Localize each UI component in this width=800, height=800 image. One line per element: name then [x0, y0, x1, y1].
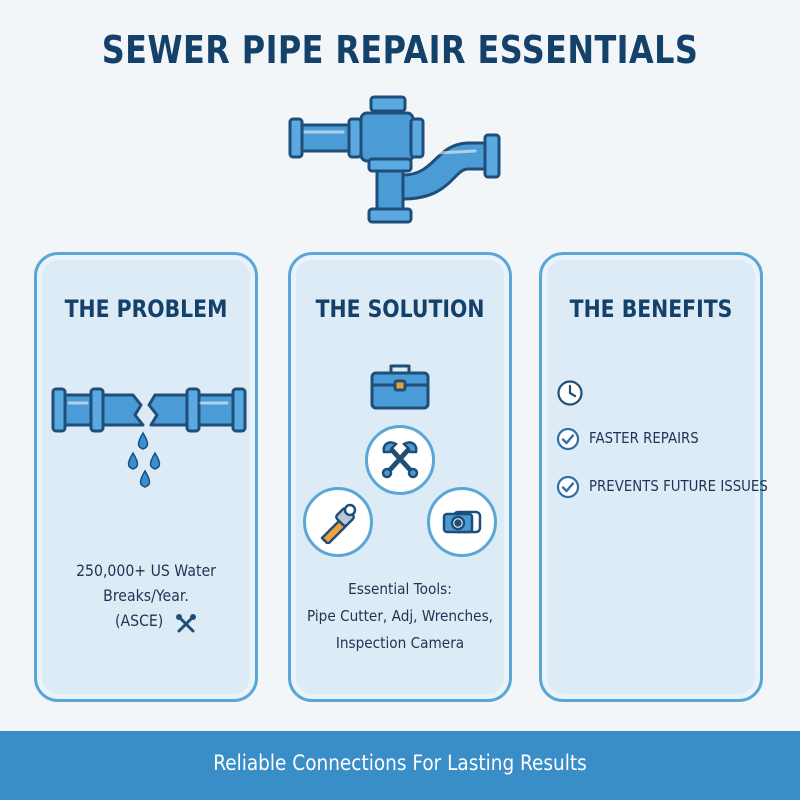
- camera-icon: [442, 510, 482, 534]
- page-title: SEWER PIPE REPAIR ESSENTIALS: [101, 28, 699, 72]
- camera-badge: [427, 487, 497, 557]
- benefits-title: THE BENEFITS: [569, 295, 733, 323]
- wrench-screwdriver-icon: [176, 614, 196, 633]
- benefit-label: FASTER REPAIRS: [589, 429, 699, 447]
- benefits-card: THE BENEFITS FASTER REPAIRS PREVENTS FUT…: [539, 252, 768, 702]
- problem-title: THE PROBLEM: [64, 295, 228, 323]
- pipe-cutter-badge: [303, 487, 373, 557]
- solution-line-3: Inspection Camera: [335, 634, 465, 652]
- check-circle-icon: [556, 475, 580, 499]
- benefit-item: FASTER REPAIRS: [556, 427, 756, 451]
- wrenches-icon: [381, 441, 419, 479]
- solution-title: THE SOLUTION: [315, 295, 485, 323]
- toolbox-icon: [370, 364, 430, 410]
- benefit-label: PREVENTS FUTURE ISSUES: [589, 477, 768, 495]
- footer-tagline: Reliable Connections For Lasting Results: [213, 751, 587, 775]
- problem-card: THE PROBLEM 250,000+ US Water Breaks/Yea…: [34, 252, 258, 702]
- wrenches-badge: [365, 425, 435, 495]
- solution-line-1: Essential Tools:: [348, 580, 452, 598]
- clock-icon: [557, 380, 583, 406]
- broken-pipe-icon: [51, 387, 247, 488]
- solution-line-2: Pipe Cutter, Adj, Wrenches,: [306, 607, 494, 625]
- stat-line-2: Breaks/Year.: [103, 586, 189, 605]
- check-circle-icon: [556, 427, 580, 451]
- stat-line-1: 250,000+ US Water: [76, 561, 216, 580]
- pipe-cutter-icon: [320, 503, 357, 544]
- solution-card: THE SOLUTION: [288, 252, 512, 702]
- footer-banner: Reliable Connections For Lasting Results: [0, 731, 800, 800]
- stat-source: (ASCE): [115, 611, 164, 630]
- benefit-item: PREVENTS FUTURE ISSUES: [556, 475, 768, 499]
- pipe-fitting-icon: [288, 95, 501, 224]
